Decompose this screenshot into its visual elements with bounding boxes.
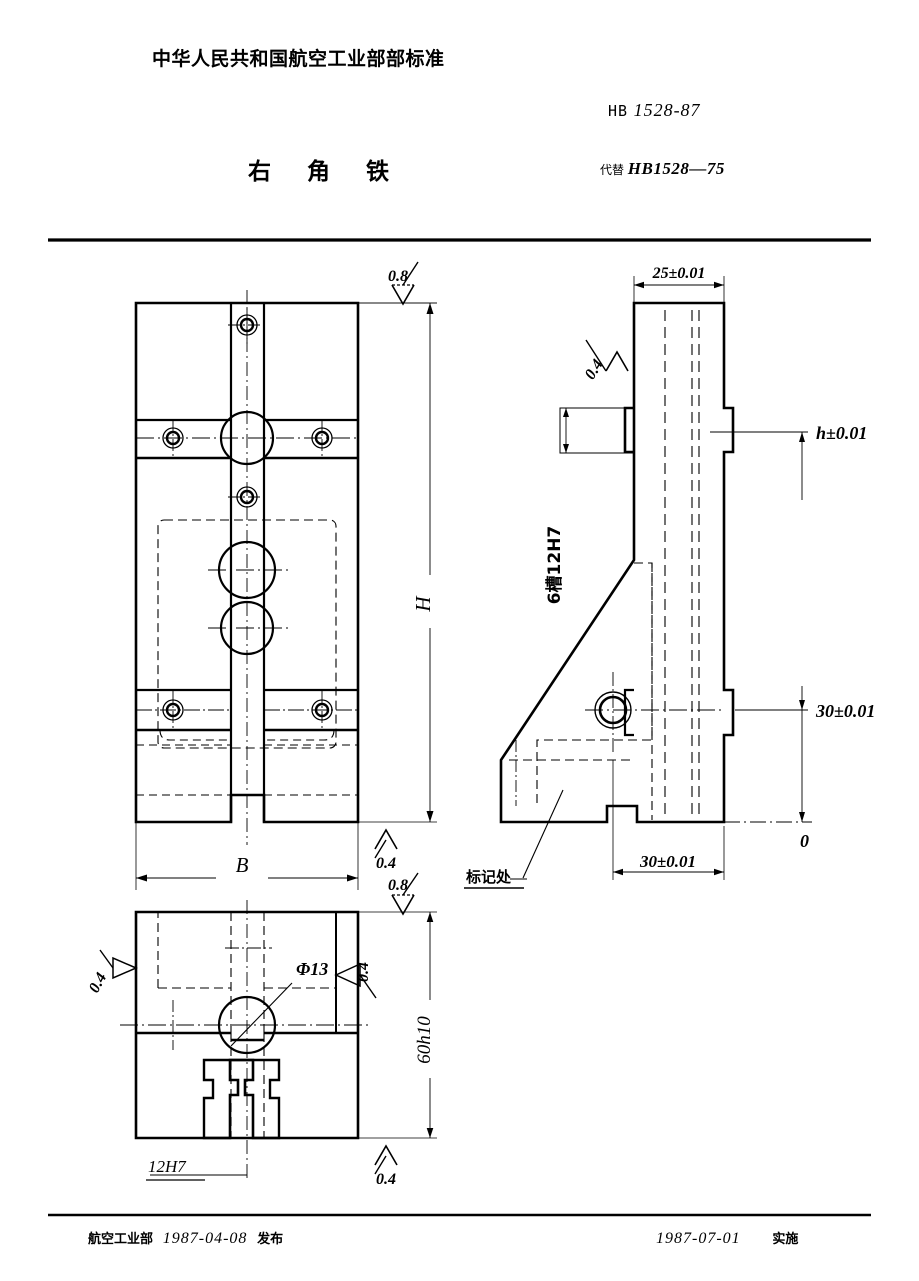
finish-bottom-right-label: 0.4 xyxy=(355,962,372,982)
finish-symbol-bottom-right: 0.4 xyxy=(334,962,377,999)
footer-effective-word: 实施 xyxy=(772,1232,799,1247)
finish-bottom-bottom-label: 0.4 xyxy=(376,1171,396,1188)
front-view-hidden-pocket xyxy=(157,519,337,749)
slot-label-text: 6槽12H7 xyxy=(544,526,565,605)
counterbore-top-center xyxy=(228,307,266,344)
finish-front-top-label: 0.8 xyxy=(388,268,408,285)
side-view-outline xyxy=(499,301,735,824)
finish-symbol-front-bottom: 0.4 xyxy=(374,829,398,872)
side-view-vertical-30-dimension: 30±0.01 xyxy=(735,686,875,822)
hole-phi13-leader xyxy=(230,982,293,1047)
standard-number-prefix: HB xyxy=(608,102,629,120)
front-view-large-holes xyxy=(136,410,358,656)
front-view-fillet-left xyxy=(159,729,231,741)
counterbore-mid-left xyxy=(162,419,184,458)
footer-issuer: 航空工业部 xyxy=(88,1232,154,1247)
standard-number: HB 1528-87 xyxy=(608,100,701,121)
bottom-view-slot-dimension: 12H7 xyxy=(146,1157,247,1181)
finish-symbol-bottom-left: 0.4 xyxy=(86,949,138,996)
bottom-view: Φ13 12H7 60h10 0.8 xyxy=(86,872,437,1188)
side-view-h-dimension: h±0.01 xyxy=(710,423,867,500)
footer-effective-date: 1987-07-01 xyxy=(656,1230,741,1247)
replaces-value: HB1528—75 xyxy=(627,159,725,178)
standard-number-value: 1528-87 xyxy=(633,100,701,120)
counterbore-low-left xyxy=(136,691,231,730)
bottom-view-depth-dimension: 60h10 xyxy=(358,911,437,1139)
front-view-height-dimension: H xyxy=(358,302,437,823)
side-view-slot-dimension: 6槽12H7 xyxy=(544,407,635,605)
front-view-counterbore-holes xyxy=(136,307,358,730)
side-view-mark-note: 标记处 xyxy=(464,789,564,889)
dim-25-label: 25±0.01 xyxy=(652,265,706,282)
finish-symbol-bottom-top: 0.8 xyxy=(388,872,419,915)
footer-issue: 航空工业部 1987-04-08 发布 xyxy=(88,1228,283,1248)
bottom-view-hole: Φ13 xyxy=(217,959,328,1055)
dim-30-horizontal-label: 30±0.01 xyxy=(639,852,696,871)
counterbore-mid-right xyxy=(311,419,333,458)
finish-symbol-front-top: 0.8 xyxy=(358,261,437,305)
hole-phi13-label: Φ13 xyxy=(296,959,328,979)
finish-bottom-top-label: 0.8 xyxy=(388,877,408,894)
finish-symbol-bottom-bottom: 0.4 xyxy=(374,1145,398,1188)
mark-note-label: 标记处 xyxy=(465,868,512,886)
bottom-view-t-slot xyxy=(202,1058,281,1140)
front-view: H B 0.8 0.4 xyxy=(134,261,437,890)
hole-phi13 xyxy=(217,995,277,1055)
page-title: 中华人民共和国航空工业部部标准 xyxy=(152,48,445,70)
dim-12H7-label: 12H7 xyxy=(148,1157,187,1176)
counterbore-low-right xyxy=(264,691,358,730)
dim-30-vertical-label: 30±0.01 xyxy=(815,701,875,721)
dim-h-label: h±0.01 xyxy=(816,423,867,443)
dim-B-label: B xyxy=(236,853,249,877)
side-view-datum-zero: 0 xyxy=(724,821,812,851)
footer-issue-date: 1987-04-08 xyxy=(162,1230,248,1247)
finish-side-left-label: 0.4 xyxy=(582,357,607,383)
dim-60h10-label: 60h10 xyxy=(414,1016,435,1064)
part-title: 右 角 铁 xyxy=(248,159,404,185)
front-view-fillet-right xyxy=(264,729,335,741)
side-view-left-notch xyxy=(623,406,634,454)
counterbore-center-mid xyxy=(228,486,266,508)
slot-label-6-12H7: 6槽12H7 xyxy=(544,526,565,605)
dim-H-label: H xyxy=(411,595,435,613)
side-view-horizontal-30-dimension: 30±0.01 xyxy=(612,760,725,880)
footer-issue-word: 发布 xyxy=(257,1232,284,1247)
finish-bottom-left-label: 0.4 xyxy=(86,970,110,996)
side-view-hole xyxy=(585,672,724,752)
footer-effective: 1987-07-01 实施 xyxy=(650,1228,798,1248)
finish-symbol-side-left: 0.4 xyxy=(582,339,629,383)
side-view-top-width-dimension: 25±0.01 xyxy=(633,265,725,306)
replaces-label: 代替 xyxy=(600,163,625,177)
side-view: 25±0.01 0.4 6槽12H7 xyxy=(464,265,875,889)
finish-front-bottom-label: 0.4 xyxy=(376,855,396,872)
replaces-note: 代替 HB1528—75 xyxy=(600,159,725,179)
datum-zero-label: 0 xyxy=(800,831,809,851)
front-view-width-dimension: B xyxy=(135,822,359,890)
